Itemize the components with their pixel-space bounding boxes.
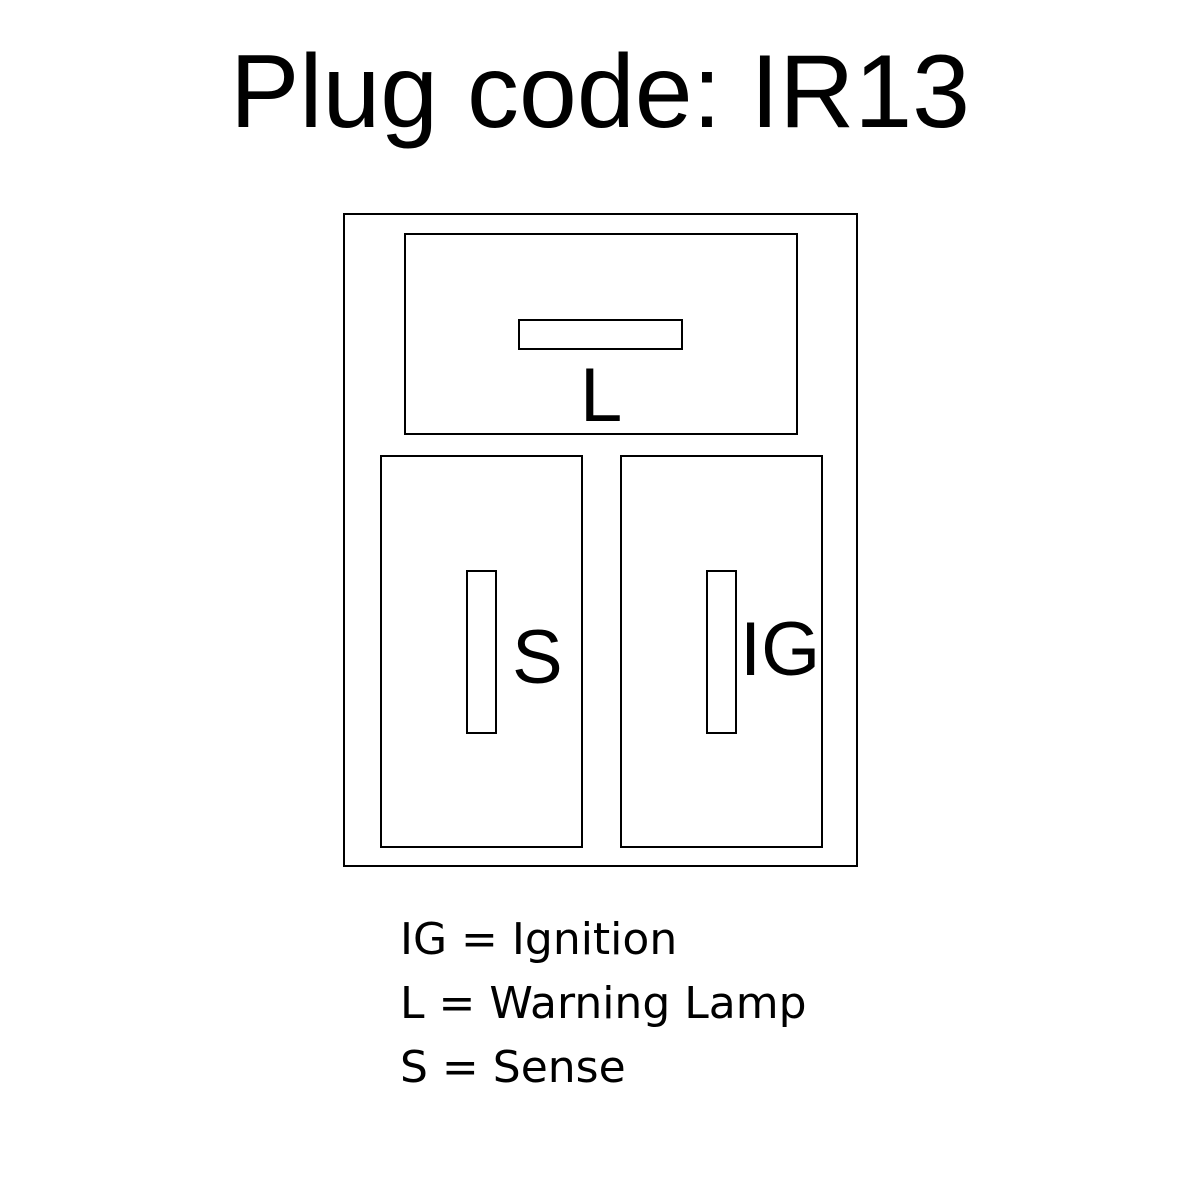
page-title: Plug code: IR13 — [229, 34, 971, 150]
legend-item-s: S = Sense — [400, 1042, 626, 1093]
pin-label-s: S — [512, 615, 563, 700]
legend-item-ig: IG = Ignition — [400, 914, 678, 965]
pin-legend: IG = Ignition L = Warning Lamp S = Sense — [400, 908, 807, 1100]
terminal-blade-sense — [466, 570, 497, 734]
pin-label-l: L — [580, 353, 623, 438]
legend-item-l: L = Warning Lamp — [400, 978, 807, 1029]
pin-label-ig: IG — [740, 607, 821, 692]
terminal-blade-warning-lamp — [518, 319, 683, 350]
terminal-blade-ignition — [706, 570, 737, 734]
